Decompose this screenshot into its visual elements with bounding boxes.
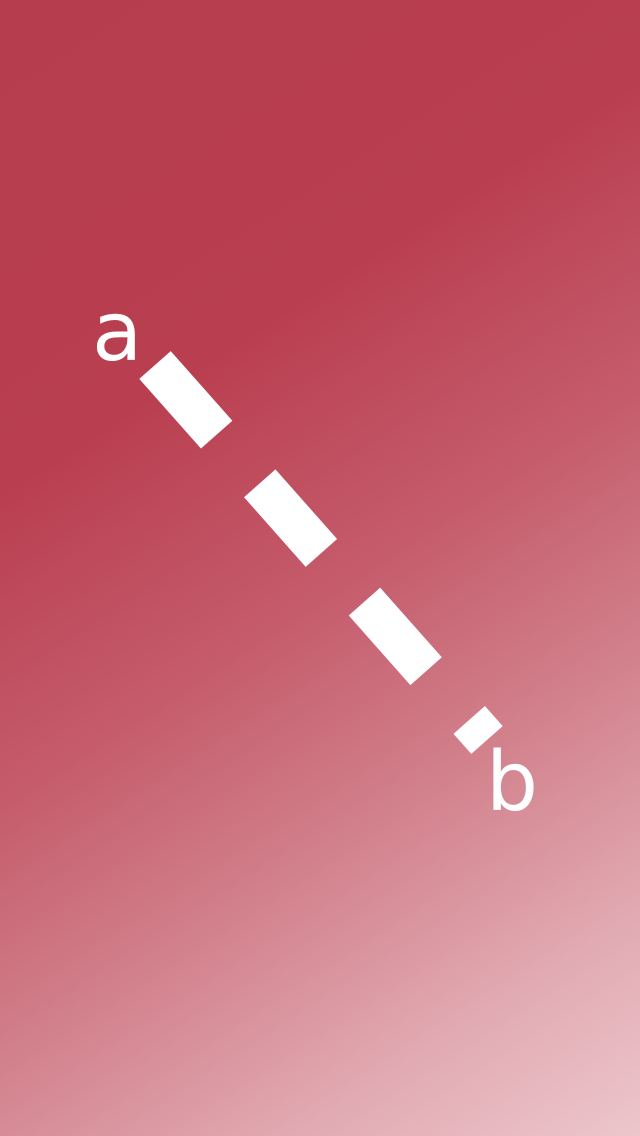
- dashed-line-segments: [139, 351, 503, 754]
- point-label-b: b: [486, 735, 539, 830]
- point-label-a: a: [92, 285, 143, 380]
